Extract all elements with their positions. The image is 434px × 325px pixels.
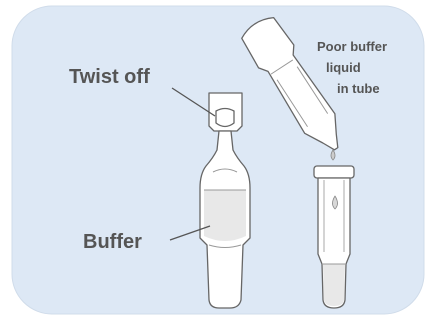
vial-twist-cap (209, 93, 242, 131)
twist-off-label: Twist off (69, 67, 150, 87)
instruction-label-line2: liquid (326, 61, 361, 74)
test-tube-liquid (323, 264, 345, 306)
instruction-label-line1: Poor buffer (317, 40, 387, 53)
vial-buffer-liquid (204, 190, 246, 241)
test-tube-rim (314, 166, 354, 178)
instruction-label-line3: in tube (337, 82, 380, 95)
buffer-label: Buffer (83, 232, 142, 252)
